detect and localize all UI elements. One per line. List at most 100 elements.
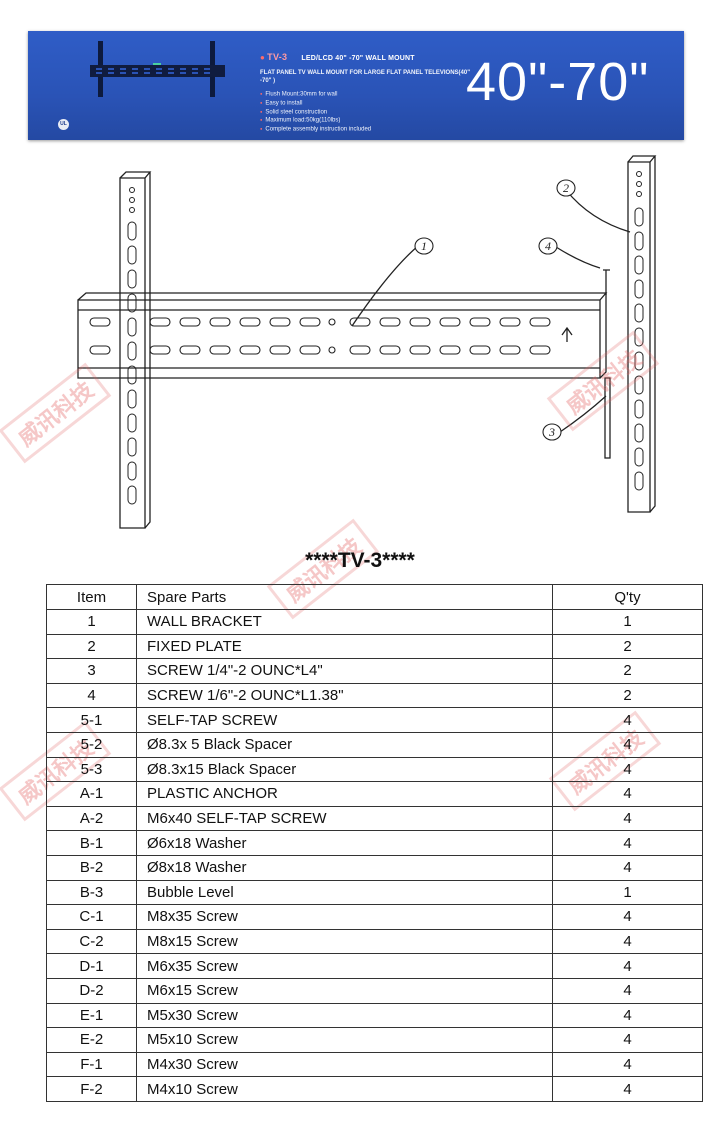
- feature-list: Flush Mount:30mm for wall Easy to instal…: [260, 90, 371, 134]
- feature-item: Complete assembly instruction included: [260, 125, 371, 134]
- cell-spare-part: PLASTIC ANCHOR: [136, 781, 553, 807]
- cell-item: E-1: [46, 1002, 137, 1029]
- column-header-spare-parts: Spare Parts: [136, 584, 553, 610]
- callout-label: 2: [563, 181, 569, 195]
- cell-item: 5-1: [46, 707, 137, 733]
- table-header-row: Item Spare Parts Q'ty: [46, 584, 703, 610]
- cell-spare-part: Bubble Level: [136, 879, 553, 906]
- cell-spare-part: SCREW 1/6"-2 OUNC*L1.38": [136, 682, 553, 709]
- cell-spare-part: SCREW 1/4"-2 OUNC*L4": [136, 658, 553, 684]
- cell-item: 5-2: [46, 731, 137, 758]
- left-fixed-plate-outline: [119, 177, 146, 529]
- cell-item: D-2: [46, 977, 137, 1004]
- feature-item: Easy to install: [260, 99, 371, 108]
- mount-assembly-diagram: 1 2 4 3: [77, 155, 657, 529]
- callout-label: 4: [545, 239, 551, 253]
- cell-qty: 1: [552, 879, 703, 906]
- product-description: FLAT PANEL TV WALL MOUNT FOR LARGE FLAT …: [260, 70, 471, 84]
- cell-qty: 4: [552, 1027, 703, 1053]
- feature-item: Solid steel construction: [260, 108, 371, 117]
- certification-badge: UL: [58, 119, 69, 130]
- cell-item: B-1: [46, 830, 137, 856]
- wall-bracket-outline: [77, 299, 601, 379]
- cell-item: C-1: [46, 904, 137, 930]
- cell-spare-part: M4x10 Screw: [136, 1076, 553, 1102]
- cell-item: F-2: [46, 1076, 137, 1102]
- cell-qty: 1: [552, 609, 703, 635]
- product-box-banner: UL ●TV-3 LED/LCD 40" -70" WALL MOUNT FLAT…: [28, 31, 684, 140]
- cell-spare-part: Ø8.3x15 Black Spacer: [136, 756, 553, 783]
- cell-spare-part: M6x35 Screw: [136, 953, 553, 979]
- cell-spare-part: M8x35 Screw: [136, 904, 553, 930]
- cell-item: A-1: [46, 781, 137, 807]
- cell-item: 3: [46, 658, 137, 684]
- cell-item: 4: [46, 682, 137, 709]
- feature-item: Maximum load:50kg(110lbs): [260, 116, 371, 125]
- cell-spare-part: M5x30 Screw: [136, 1002, 553, 1029]
- cell-qty: 4: [552, 1076, 703, 1102]
- tv-mount-thumbnail: [90, 41, 225, 97]
- cell-spare-part: Ø8x18 Washer: [136, 854, 553, 881]
- bullet-icon: ●: [260, 53, 266, 62]
- cell-qty: 4: [552, 928, 703, 955]
- size-range: 40"-70": [466, 52, 650, 112]
- table-title: ****TV-3****: [305, 549, 415, 572]
- cell-qty: 4: [552, 854, 703, 881]
- cell-item: D-1: [46, 953, 137, 979]
- cell-item: B-2: [46, 854, 137, 881]
- cell-spare-part: FIXED PLATE: [136, 633, 553, 660]
- column-header-qty: Q'ty: [552, 584, 703, 610]
- cell-qty: 4: [552, 1002, 703, 1029]
- cell-item: C-2: [46, 928, 137, 955]
- cell-spare-part: M6x15 Screw: [136, 977, 553, 1004]
- product-type: LED/LCD 40" -70" WALL MOUNT: [301, 55, 415, 62]
- cell-qty: 2: [552, 658, 703, 684]
- cell-spare-part: M5x10 Screw: [136, 1027, 553, 1053]
- cell-spare-part: WALL BRACKET: [136, 609, 553, 635]
- cell-qty: 4: [552, 1051, 703, 1078]
- cell-item: 5-3: [46, 756, 137, 783]
- cell-spare-part: Ø6x18 Washer: [136, 830, 553, 856]
- cell-qty: 2: [552, 682, 703, 709]
- cell-qty: 4: [552, 805, 703, 832]
- cell-qty: 4: [552, 904, 703, 930]
- column-header-item: Item: [46, 584, 137, 610]
- cell-spare-part: M8x15 Screw: [136, 928, 553, 955]
- cell-qty: 4: [552, 830, 703, 856]
- cell-item: 1: [46, 609, 137, 635]
- cell-item: A-2: [46, 805, 137, 832]
- cell-item: E-2: [46, 1027, 137, 1053]
- cell-spare-part: M4x30 Screw: [136, 1051, 553, 1078]
- cell-qty: 4: [552, 756, 703, 783]
- cell-item: F-1: [46, 1051, 137, 1078]
- cell-qty: 4: [552, 953, 703, 979]
- callout-label: 3: [548, 425, 555, 439]
- cell-spare-part: SELF-TAP SCREW: [136, 707, 553, 733]
- cell-qty: 4: [552, 977, 703, 1004]
- feature-item: Flush Mount:30mm for wall: [260, 90, 371, 99]
- model-name: TV-3: [267, 52, 288, 62]
- short-screw-drawing: [603, 269, 610, 295]
- cell-spare-part: Ø8.3x 5 Black Spacer: [136, 731, 553, 758]
- model-heading: ●TV-3 LED/LCD 40" -70" WALL MOUNT: [260, 52, 415, 62]
- cell-spare-part: M6x40 SELF-TAP SCREW: [136, 805, 553, 832]
